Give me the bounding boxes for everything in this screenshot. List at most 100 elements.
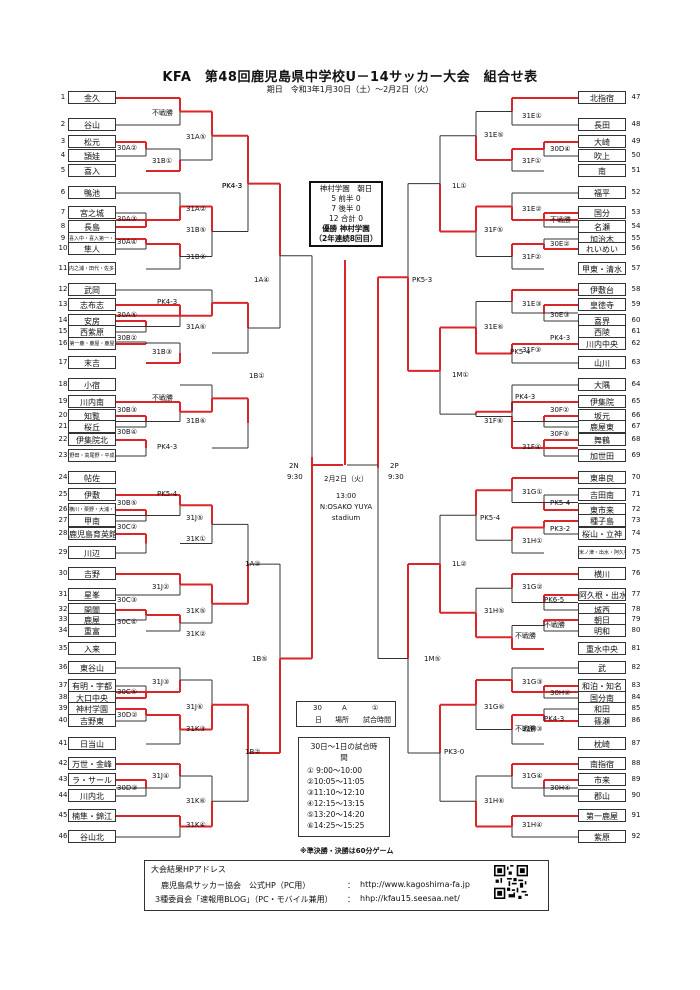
seed-number: 72 bbox=[631, 505, 641, 513]
match-label: 1B① bbox=[249, 372, 265, 380]
match-label: 31J④ bbox=[152, 772, 170, 780]
seed-number: 68 bbox=[631, 435, 641, 443]
match-label: 30E③ bbox=[550, 311, 570, 319]
seed-number: 34 bbox=[58, 626, 68, 634]
seed-number: 5 bbox=[60, 166, 66, 174]
match-label: 31A② bbox=[186, 205, 206, 213]
score-second-half: 7 後半 0 bbox=[331, 204, 361, 213]
seed-number: 15 bbox=[58, 327, 68, 335]
match-label: 31E⑤ bbox=[484, 131, 504, 139]
team-box: 鴨池 bbox=[68, 186, 116, 199]
match-label: 31A⑥ bbox=[186, 323, 206, 331]
team-box: ラ・サール bbox=[68, 773, 116, 786]
hp-line2-url[interactable]: hhp://kfau15.seesaa.net/ bbox=[360, 894, 460, 903]
match-label: 30F③ bbox=[550, 430, 570, 438]
seed-number: 50 bbox=[631, 151, 641, 159]
semi-left-label: 2N bbox=[289, 462, 299, 470]
match-label: PK5-4 bbox=[510, 348, 531, 356]
seed-number: 76 bbox=[631, 569, 641, 577]
match-label: 30C③ bbox=[117, 596, 138, 604]
match-label: 31K③ bbox=[186, 725, 206, 733]
time-slot: ⑥14:25～15:25 bbox=[307, 821, 365, 830]
team-box: 喜入 bbox=[68, 164, 116, 177]
match-label: 1A② bbox=[245, 560, 261, 568]
team-box: 皇徳寺 bbox=[578, 298, 626, 311]
match-label: 1B⑤ bbox=[252, 655, 268, 663]
match-label: 31K① bbox=[186, 535, 206, 543]
team-box: 帖佐 bbox=[68, 471, 116, 484]
team-box: 市来 bbox=[578, 773, 626, 786]
legend-date-label: 日 bbox=[315, 716, 322, 724]
page-title: KFA 第48回鹿児島県中学校U－14サッカー大会 組合せ表 bbox=[162, 70, 538, 85]
seed-number: 77 bbox=[631, 590, 641, 598]
team-box: 入来 bbox=[68, 642, 116, 655]
seed-number: 35 bbox=[58, 644, 68, 652]
team-box: 大隅 bbox=[578, 378, 626, 391]
team-box: 吉野東 bbox=[68, 714, 116, 727]
seed-number: 14 bbox=[58, 316, 68, 324]
seed-number: 25 bbox=[58, 490, 68, 498]
seed-number: 57 bbox=[631, 264, 641, 272]
team-box: 吹上 bbox=[578, 149, 626, 162]
match-label: 1M⑤ bbox=[424, 655, 441, 663]
team-box: 明和 bbox=[578, 624, 626, 637]
match-times-heading: 30日～1日の試合時間 bbox=[310, 742, 378, 762]
champion-teams: 神村学園 朝日 bbox=[319, 184, 373, 193]
hp-line1-url[interactable]: http://www.kagoshima-fa.jp bbox=[360, 880, 470, 889]
team-box: 重水中央 bbox=[578, 642, 626, 655]
seed-number: 84 bbox=[631, 693, 641, 701]
match-label: 31A⑤ bbox=[186, 133, 206, 141]
final-venue-sub: stadium bbox=[331, 514, 361, 522]
seed-number: 69 bbox=[631, 451, 641, 459]
team-box: 松元 bbox=[68, 135, 116, 148]
team-box: 南指宿 bbox=[578, 757, 626, 770]
team-box: 東谷山 bbox=[68, 661, 116, 674]
team-box: 隼人 bbox=[68, 242, 116, 255]
match-label: 30H② bbox=[550, 689, 571, 697]
seed-number: 52 bbox=[631, 188, 641, 196]
match-label: 不戦勝 bbox=[152, 109, 173, 117]
match-label: 不戦勝 bbox=[152, 394, 173, 402]
seed-number: 1 bbox=[60, 93, 66, 101]
match-label: 30D② bbox=[117, 711, 138, 719]
seed-number: 31 bbox=[58, 590, 68, 598]
semi-right-time: 9:30 bbox=[388, 473, 404, 481]
team-box: 川内南 bbox=[68, 395, 116, 408]
team-box: 金久 bbox=[68, 91, 116, 104]
legend-time-label: 試合時間 bbox=[363, 716, 391, 724]
seed-number: 29 bbox=[58, 548, 68, 556]
team-box: 伊敷 bbox=[68, 488, 116, 501]
match-label: 31G① bbox=[522, 488, 543, 496]
winner-label: 優勝 神村学園 bbox=[322, 224, 370, 233]
match-label: PK3-0 bbox=[444, 748, 465, 756]
seed-number: 56 bbox=[631, 244, 641, 252]
match-label: 31J② bbox=[152, 583, 170, 591]
seed-number: 87 bbox=[631, 739, 641, 747]
time-slot: ②10:05～11:05 bbox=[307, 777, 365, 786]
match-label: 30B② bbox=[117, 334, 137, 342]
team-box: 川内中央 bbox=[578, 337, 626, 350]
match-label: 31F③ bbox=[522, 346, 542, 354]
seed-number: 20 bbox=[58, 411, 68, 419]
seed-number: 18 bbox=[58, 380, 68, 388]
match-label: 31H③ bbox=[522, 725, 543, 733]
match-label: PK4-3 bbox=[157, 298, 178, 306]
match-label: PK4-3 bbox=[544, 715, 565, 723]
team-box: 阿久根・出水 bbox=[578, 588, 626, 601]
semi-right-label: 2P bbox=[390, 462, 399, 470]
team-box: 福平 bbox=[578, 186, 626, 199]
match-label: PK5-4 bbox=[480, 514, 501, 522]
match-label: PK4-3 bbox=[515, 393, 536, 401]
match-label: PK3-2 bbox=[550, 525, 571, 533]
final-match-info: 2月2日（火） 13:00 N:OSAKO YUYA stadium bbox=[314, 474, 378, 524]
seed-number: 82 bbox=[631, 663, 641, 671]
team-box: 南 bbox=[578, 164, 626, 177]
seed-number: 92 bbox=[631, 832, 641, 840]
seed-number: 85 bbox=[631, 704, 641, 712]
seed-number: 53 bbox=[631, 208, 641, 216]
match-label: 31B② bbox=[186, 253, 206, 261]
seed-number: 46 bbox=[58, 832, 68, 840]
team-box: 国分 bbox=[578, 206, 626, 219]
match-label: 30A④ bbox=[117, 238, 137, 246]
